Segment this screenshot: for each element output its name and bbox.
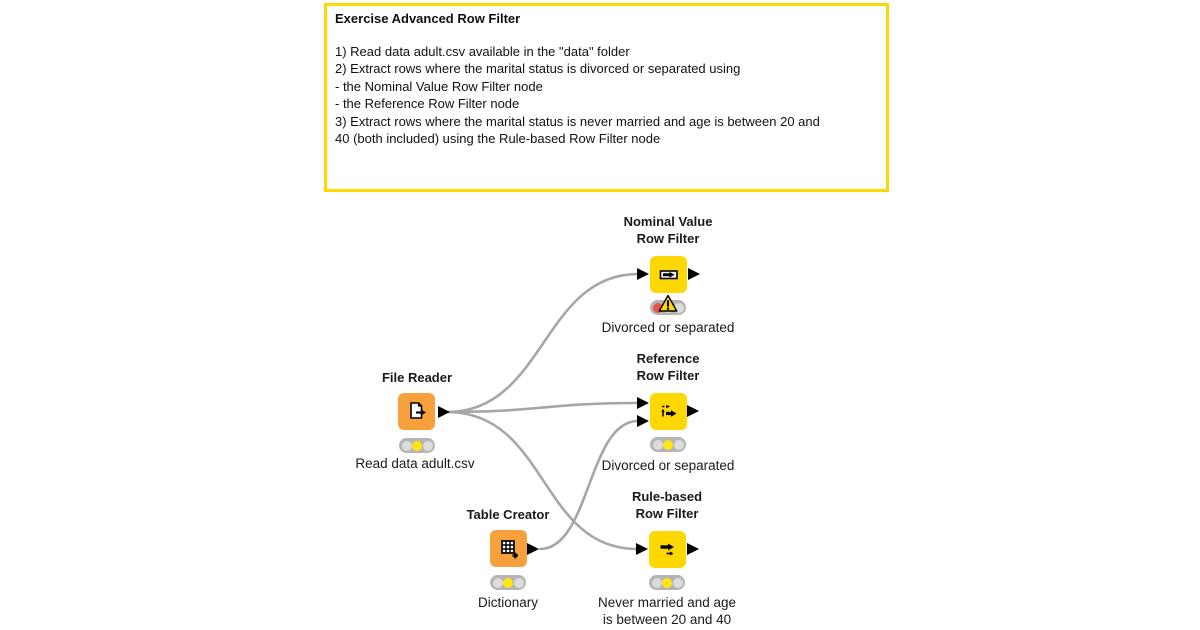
port-out-table-creator[interactable] [527, 543, 539, 555]
node-label-nominal: Divorced or separated [601, 320, 735, 335]
port-in-reference-top[interactable] [637, 397, 649, 409]
warning-icon [658, 294, 678, 312]
status-red-light [651, 577, 662, 588]
node-label-rulebased: Never married and age is between 20 and … [597, 595, 737, 627]
table-creator-icon [500, 539, 518, 558]
annotation-body: 1) Read data adult.csv available in the … [335, 44, 820, 147]
status-yellow-light [412, 440, 422, 451]
status-red-light [652, 302, 663, 313]
status-yellow-light [662, 577, 672, 588]
status-yellow-light [503, 577, 513, 588]
status-red-light [401, 440, 412, 451]
file-reader-icon [409, 401, 426, 419]
node-file-reader[interactable] [398, 393, 435, 430]
node-title-file-reader: File Reader [381, 370, 453, 385]
node-title-table-creator: Table Creator [466, 507, 550, 522]
status-traffic-light-rulebased [649, 575, 685, 590]
port-in-reference-bottom[interactable] [637, 415, 649, 427]
status-red-light [492, 577, 503, 588]
node-title-reference-row-filter: Reference Row Filter [636, 351, 700, 383]
connection-tablecreator-reference[interactable] [538, 419, 640, 551]
port-out-rulebased[interactable] [687, 543, 699, 555]
status-traffic-light-reference [650, 437, 686, 452]
nominal-value-row-filter-icon [659, 269, 678, 279]
node-reference-row-filter[interactable] [650, 393, 687, 430]
status-green-light [422, 440, 433, 451]
status-green-light [673, 302, 684, 313]
annotation-box[interactable]: Exercise Advanced Row Filter 1) Read dat… [324, 3, 889, 192]
port-out-file-reader[interactable] [438, 406, 450, 418]
node-title-rule-based-row-filter: Rule-based Row Filter [631, 489, 703, 521]
node-label-file-reader: Read data adult.csv [355, 456, 475, 471]
node-label-table-creator: Dictionary [477, 595, 539, 610]
connection-filereader-rulebased[interactable] [447, 410, 639, 551]
status-red-light [652, 439, 663, 450]
reference-row-filter-icon [660, 404, 676, 417]
port-in-rulebased[interactable] [636, 543, 648, 555]
status-traffic-light-file-reader [399, 438, 435, 453]
node-rule-based-row-filter[interactable] [649, 531, 686, 568]
status-yellow-light [663, 439, 673, 450]
node-table-creator[interactable] [490, 530, 527, 567]
node-label-reference: Divorced or separated [601, 458, 735, 473]
node-title-nominal-value-row-filter: Nominal Value Row Filter [623, 214, 713, 246]
status-traffic-light-table-creator [490, 575, 526, 590]
status-green-light [673, 439, 684, 450]
status-green-light [672, 577, 683, 588]
connection-filereader-nominal[interactable] [447, 272, 640, 414]
port-in-nominal[interactable] [637, 268, 649, 280]
node-nominal-value-row-filter[interactable] [650, 256, 687, 293]
annotation-title: Exercise Advanced Row Filter [335, 11, 521, 26]
status-green-light [513, 577, 524, 588]
port-out-reference[interactable] [687, 405, 699, 417]
connection-filereader-reference[interactable] [447, 401, 640, 414]
rule-based-row-filter-icon [660, 543, 674, 555]
port-out-nominal[interactable] [688, 268, 700, 280]
